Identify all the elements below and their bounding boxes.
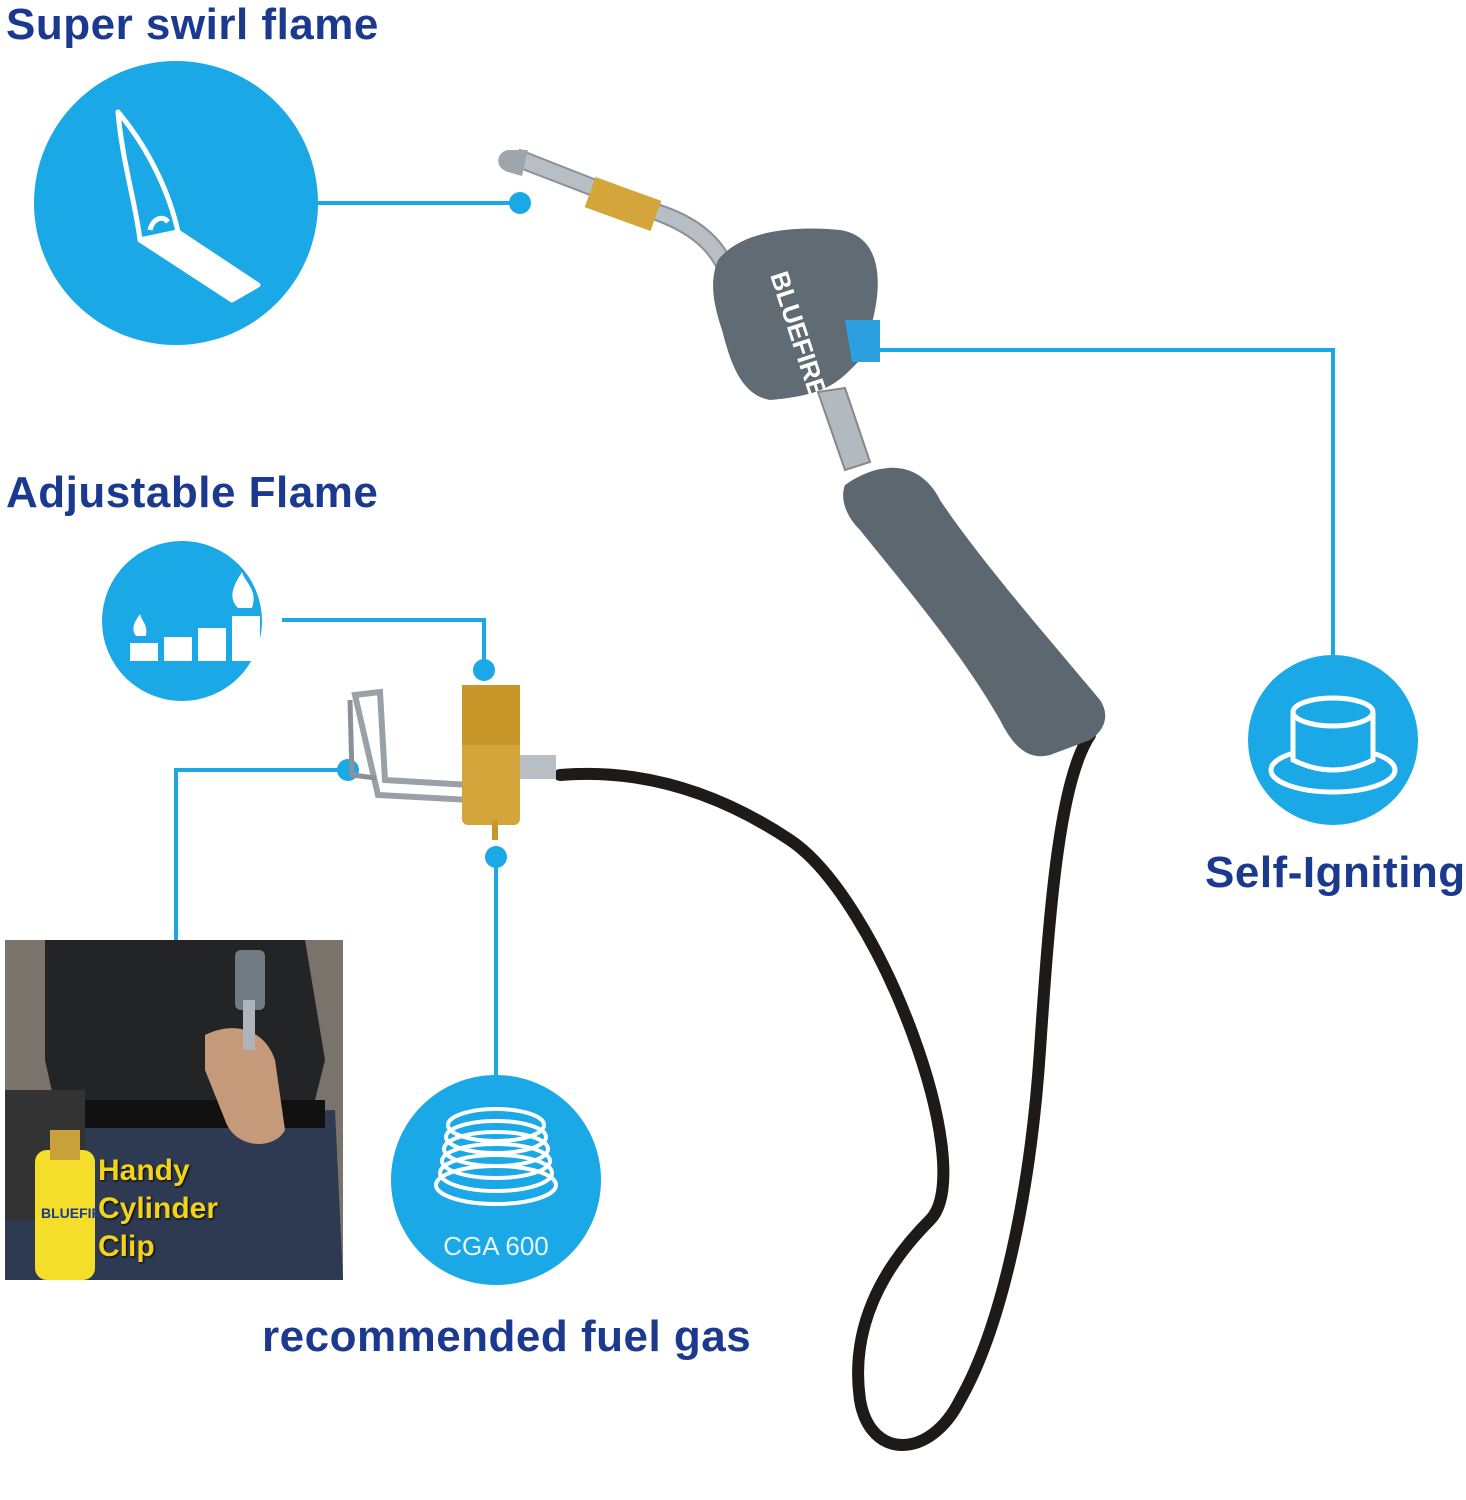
flame-level-icon [130, 572, 260, 661]
recommended-fuel-gas-label: recommended fuel gas [262, 1312, 752, 1361]
caption-line-handy: Handy [98, 1154, 190, 1187]
ignition-button-icon [1268, 695, 1398, 795]
self-igniting-circle [1248, 655, 1418, 825]
super-swirl-flame-label: Super swirl flame [6, 0, 379, 49]
photo-caption: Handy Cylinder Clip [98, 1152, 218, 1266]
self-igniting-label: Self-Igniting [1205, 848, 1466, 897]
callout-lines [174, 201, 1335, 1082]
photo-scene: BLUEFIRE [5, 940, 343, 1280]
brass-collar [584, 176, 662, 232]
photo-brand-text: BLUEFIRE [41, 1205, 111, 1221]
igniter-button [845, 320, 880, 362]
cga-600-text: CGA 600 [443, 1231, 549, 1261]
igniter-head [713, 228, 878, 400]
adjustable-flame-label: Adjustable Flame [6, 468, 379, 517]
hose [554, 729, 1096, 1451]
adjustable-flame-circle [102, 541, 262, 701]
thread-fitting-icon [434, 1107, 558, 1206]
torch-handle [843, 467, 1106, 757]
cylinder-clip-photo: BLUEFIRE Handy Cylinder Clip [5, 940, 343, 1280]
caption-line-clip: Clip [98, 1230, 155, 1263]
torch-illustration: BLUEFIRE [498, 148, 1106, 1451]
caption-line-cylinder: Cylinder [98, 1192, 219, 1225]
regulator-clip [347, 685, 556, 840]
swirl-flame-circle [34, 61, 318, 345]
torch-flame-icon [115, 109, 261, 303]
cga-600-circle: CGA 600 [391, 1075, 601, 1285]
